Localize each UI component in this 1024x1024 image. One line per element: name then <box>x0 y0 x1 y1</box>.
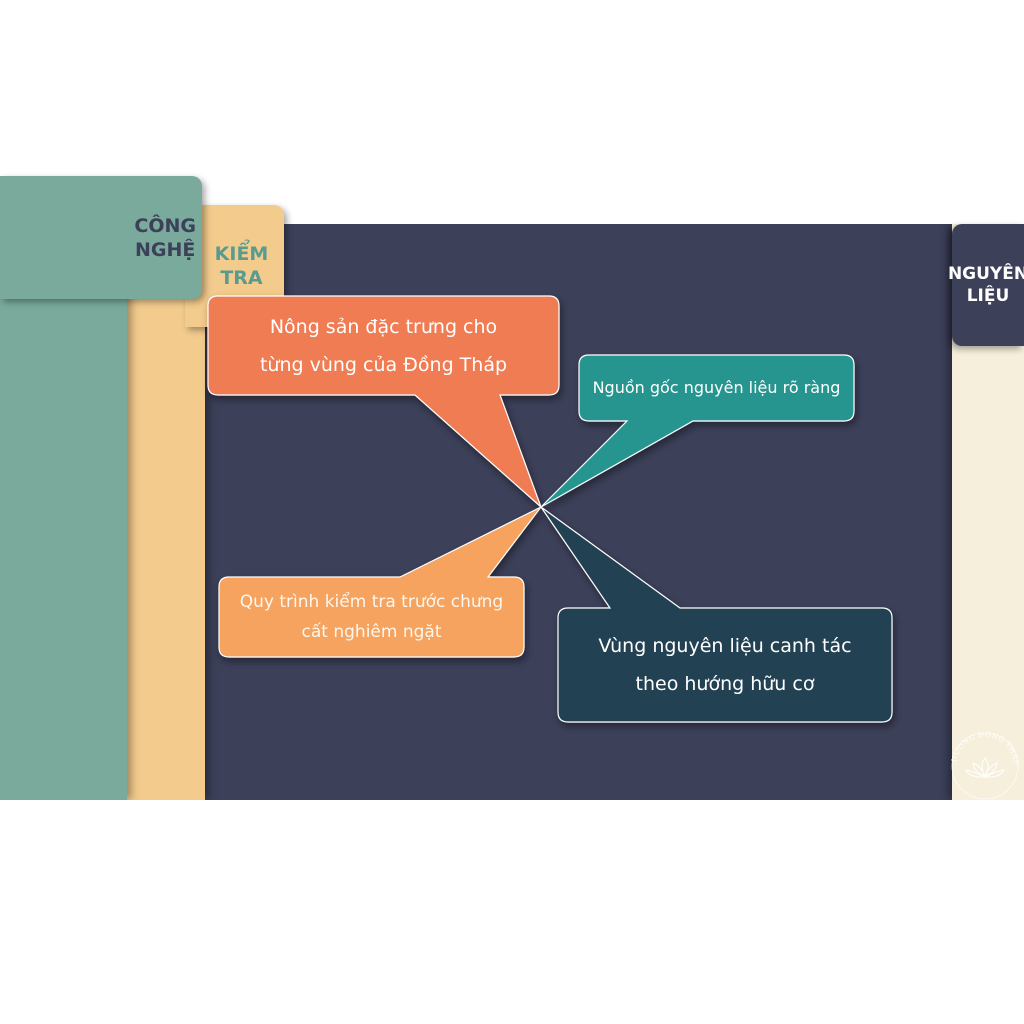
callout-text-1: Nông sản đặc trưng cho từng vùng của Đồn… <box>259 315 508 376</box>
callout-shape-4 <box>540 506 893 723</box>
callout-text-3: Quy trình kiểm tra trước chưng cất nghiê… <box>239 592 504 642</box>
callout-bubble-2 <box>540 354 855 508</box>
callout-bubble-4 <box>540 506 893 723</box>
callout-text-2: Nguồn gốc nguyên liệu rõ ràng <box>592 378 841 397</box>
svg-text:HƯƠNG ĐỒNG THÁP: HƯƠNG ĐỒNG THÁP <box>950 729 1020 766</box>
callout-shape-3 <box>218 506 542 658</box>
lotus-icon <box>965 757 1005 778</box>
callout-bubble-1 <box>207 295 560 508</box>
logo-text: HƯƠNG ĐỒNG THÁP <box>950 729 1019 766</box>
callout-shape-2 <box>540 354 855 508</box>
brand-logo: HƯƠNG ĐỒNG THÁP <box>950 729 1020 800</box>
callout-diagram <box>207 295 893 723</box>
callout-text-4: Vùng nguyên liệu canh tác theo hướng hữu… <box>598 635 852 695</box>
tab-nguyen-lieu-label: NGUYÊN LIỆU <box>947 264 1024 306</box>
left-green-panel <box>0 224 127 800</box>
tab-kiem-tra-label: KIỂM TRA <box>214 243 269 289</box>
callout-shape-1 <box>207 295 560 508</box>
callout-bubble-3 <box>218 506 542 658</box>
tab-cong-nghe-label: CÔNG NGHỆ <box>134 214 196 261</box>
tab-nguyen-lieu[interactable]: NGUYÊN LIỆU <box>948 224 1024 346</box>
tab-cong-nghe[interactable]: CÔNG NGHỆ <box>0 176 202 299</box>
